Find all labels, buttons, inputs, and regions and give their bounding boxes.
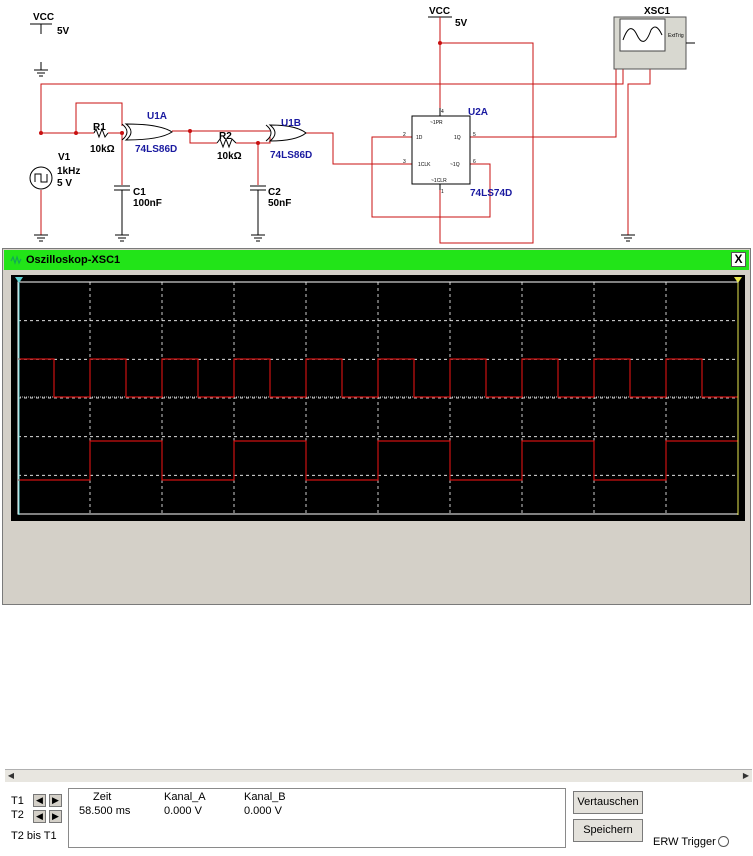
oscilloscope-icon xyxy=(10,255,22,265)
svg-text:4: 4 xyxy=(441,109,444,115)
t1-left-button[interactable]: ◀ xyxy=(33,794,46,807)
c1-name: C1 xyxy=(133,187,146,198)
col-a-header: Kanal_A xyxy=(164,791,206,803)
cursor-t2-marker[interactable] xyxy=(734,277,742,283)
swap-button[interactable]: Vertauschen xyxy=(573,791,643,814)
cursor-t1-marker[interactable] xyxy=(15,277,23,283)
v1-volt: 5 V xyxy=(57,178,72,189)
channel-a-value: 0.000 V xyxy=(164,805,202,817)
scroll-right-icon[interactable]: ▶ xyxy=(742,771,750,780)
svg-text:~1CLR: ~1CLR xyxy=(431,178,447,184)
flipflop-u2a xyxy=(411,115,471,185)
oscilloscope-instrument-xsc1[interactable]: ExtTrig xyxy=(613,16,695,70)
svg-text:3: 3 xyxy=(403,159,406,165)
oscilloscope-window: Oszilloskop-XSC1 X ◀ ▶ T1 ◀ ▶ T2 ◀ ▶ T2 … xyxy=(2,248,752,848)
vcc-right-value: 5V xyxy=(455,18,468,29)
oscilloscope-titlebar[interactable]: Oszilloskop-XSC1 X xyxy=(4,250,749,270)
schematic-canvas: VCC 5V VCC 5V R1 10kΩ xyxy=(29,6,695,244)
t2-left-button[interactable]: ◀ xyxy=(33,810,46,823)
vcc-left-label: VCC xyxy=(33,12,54,23)
u1a-part: 74LS86D xyxy=(135,144,177,155)
r2-value: 10kΩ xyxy=(217,151,242,162)
xor-gate-u1b xyxy=(265,124,307,142)
channel-b-trace xyxy=(18,440,738,481)
close-icon: X xyxy=(734,252,743,266)
svg-text:1D: 1D xyxy=(416,135,423,141)
r1-name: R1 xyxy=(93,122,106,133)
t2-minus-t1-label: T2 bis T1 xyxy=(11,830,57,842)
ground-symbol-top-left xyxy=(34,62,48,77)
svg-text:~1Q: ~1Q xyxy=(450,162,460,168)
r1-value: 10kΩ xyxy=(90,144,115,155)
xor-gate-u1a xyxy=(121,123,173,141)
t2-label: T2 xyxy=(11,809,24,821)
save-button[interactable]: Speichern xyxy=(573,819,643,842)
r2-name: R2 xyxy=(219,131,232,142)
u1b-part: 74LS86D xyxy=(270,150,312,161)
u1b-name: U1B xyxy=(281,118,301,129)
svg-text:ExtTrig: ExtTrig xyxy=(668,33,684,39)
c2-value: 50nF xyxy=(268,198,291,209)
vcc-left-value: 5V xyxy=(57,26,70,37)
v1-freq: 1kHz xyxy=(57,166,80,177)
v1-name: V1 xyxy=(58,152,71,163)
ground-symbols xyxy=(34,234,635,242)
u2a-part: 74LS74D xyxy=(470,188,512,199)
svg-text:1Q: 1Q xyxy=(454,135,461,141)
col-b-header: Kanal_B xyxy=(244,791,286,803)
svg-text:1CLK: 1CLK xyxy=(418,162,431,168)
channel-a-trace xyxy=(18,358,738,398)
scroll-left-icon[interactable]: ◀ xyxy=(7,771,15,780)
c1-value: 100nF xyxy=(133,198,162,209)
time-value: 58.500 ms xyxy=(79,805,131,817)
vcc-right-label: VCC xyxy=(429,6,450,17)
oscilloscope-display xyxy=(11,275,745,521)
col-time-header: Zeit xyxy=(93,791,112,803)
svg-text:2: 2 xyxy=(403,132,406,138)
t1-right-button[interactable]: ▶ xyxy=(49,794,62,807)
ext-trigger-label: ERW Trigger xyxy=(653,836,716,848)
channel-b-value: 0.000 V xyxy=(244,805,282,817)
cursor-readout: Zeit Kanal_A Kanal_B 58.500 ms 0.000 V 0… xyxy=(68,788,566,848)
u2a-name: U2A xyxy=(468,107,488,118)
t1-label: T1 xyxy=(11,795,24,807)
u1a-name: U1A xyxy=(147,111,167,122)
t2-right-button[interactable]: ▶ xyxy=(49,810,62,823)
svg-text:1: 1 xyxy=(441,189,444,195)
svg-text:6: 6 xyxy=(473,159,476,165)
svg-text:~1PR: ~1PR xyxy=(430,120,443,126)
oscilloscope-title: Oszilloskop-XSC1 xyxy=(26,254,121,266)
ext-trigger-radio[interactable] xyxy=(718,836,729,847)
close-button[interactable]: X xyxy=(731,252,746,267)
measurement-panel: T1 ◀ ▶ T2 ◀ ▶ T2 bis T1 Zeit Kanal_A Kan… xyxy=(3,784,752,856)
c2-name: C2 xyxy=(268,187,281,198)
svg-text:5: 5 xyxy=(473,132,476,138)
xsc1-name: XSC1 xyxy=(644,6,671,17)
horizontal-scrollbar[interactable]: ◀ ▶ xyxy=(5,769,752,782)
